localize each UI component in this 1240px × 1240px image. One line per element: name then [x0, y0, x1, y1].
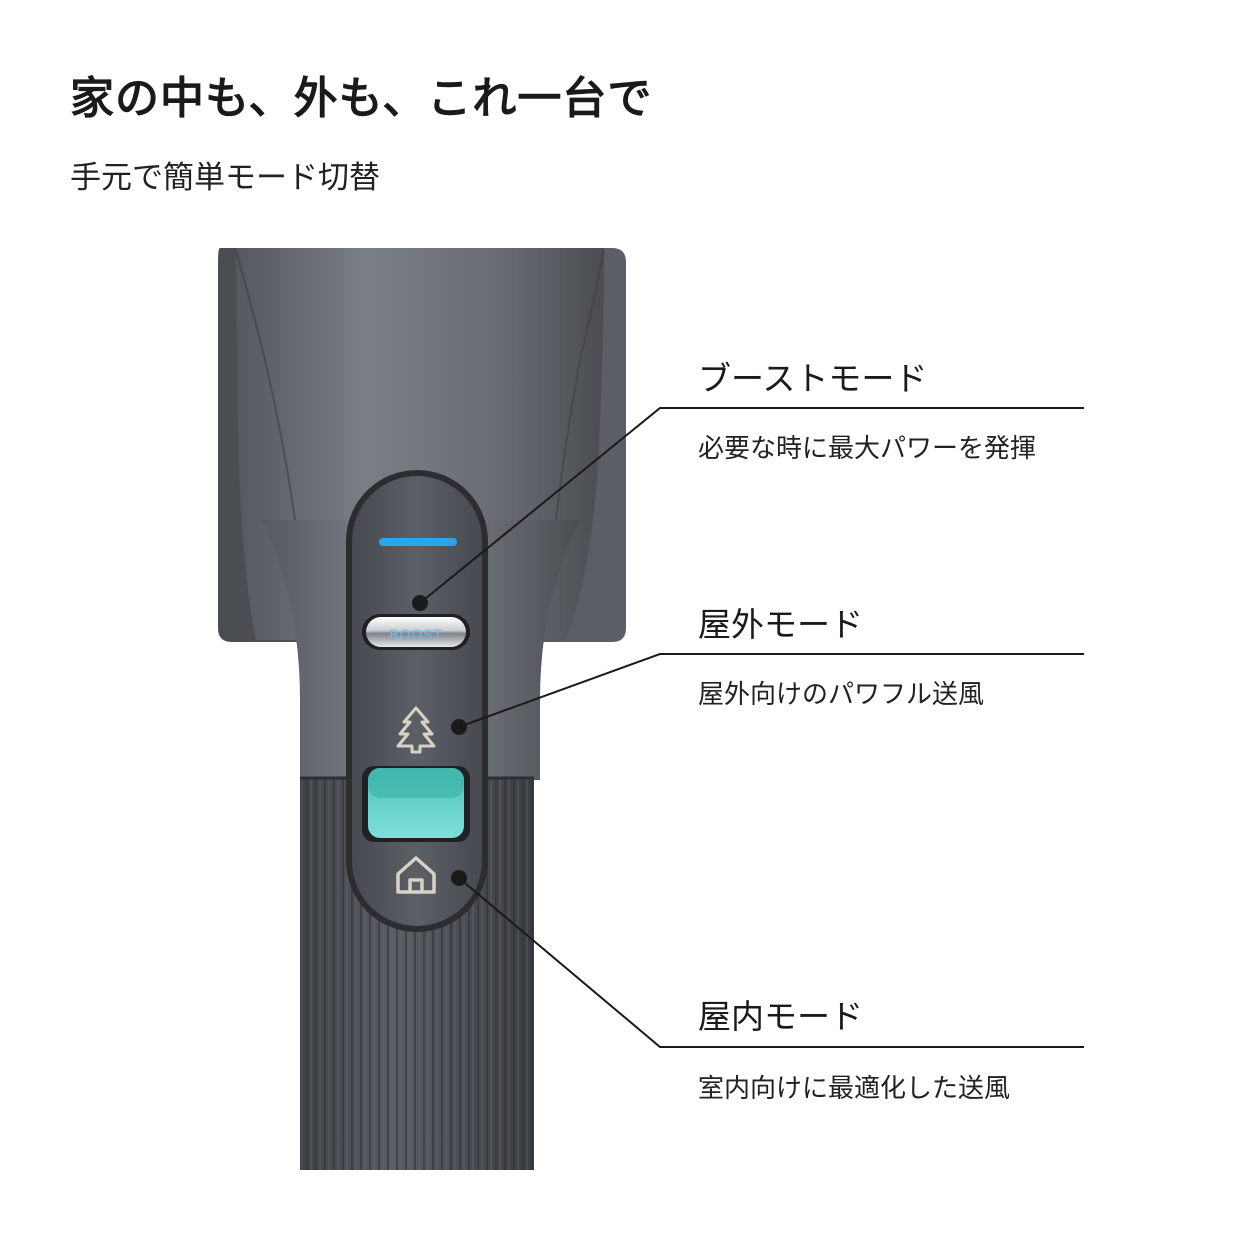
boost-button[interactable]: BOOST — [362, 614, 470, 650]
dryer-handle — [300, 776, 534, 1170]
callout-outdoor-description: 屋外向けのパワフル送風 — [698, 680, 985, 710]
callout-boost-title: ブーストモード — [698, 359, 928, 398]
boost-indicator-light — [379, 538, 457, 546]
mode-slider[interactable] — [362, 766, 470, 842]
callout-indoor-description: 室内向けに最適化した送風 — [698, 1074, 1011, 1104]
callout-indoor-title: 屋内モード — [698, 997, 863, 1036]
callout-outdoor-title: 屋外モード — [698, 605, 863, 644]
subheadline: 手元で簡単モード切替 — [70, 160, 380, 196]
callout-leaders — [412, 407, 1084, 1048]
house-icon — [396, 856, 436, 894]
tree-icon — [396, 706, 436, 754]
boost-button-label: BOOST — [389, 628, 443, 644]
headline: 家の中も、外も、これ一台で — [70, 73, 653, 124]
callout-boost-description: 必要な時に最大パワーを発揮 — [698, 434, 1037, 464]
